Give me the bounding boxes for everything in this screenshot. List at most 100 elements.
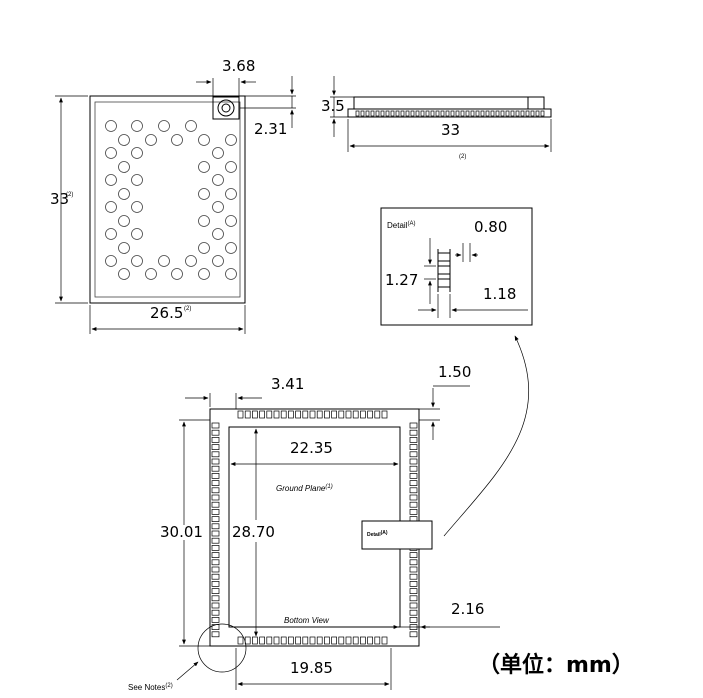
top-view-outline bbox=[89, 95, 246, 304]
edge-pad bbox=[211, 509, 220, 515]
edge-pad bbox=[374, 410, 381, 419]
pad-circle bbox=[118, 215, 130, 227]
edge-pad bbox=[302, 410, 309, 419]
side-pin bbox=[510, 110, 515, 117]
detail-box: Detail(A) 0.80 1.27 1.18 bbox=[380, 207, 533, 326]
pad-circle bbox=[145, 134, 157, 146]
side-pin bbox=[410, 110, 415, 117]
pad-circle bbox=[212, 228, 224, 240]
edge-pad bbox=[211, 487, 220, 494]
detail-pads bbox=[437, 249, 451, 292]
pad-circle bbox=[171, 268, 183, 280]
pad-circle bbox=[118, 268, 130, 280]
pad-circle bbox=[225, 134, 237, 146]
edge-pad bbox=[338, 410, 345, 419]
side-pin bbox=[435, 110, 440, 117]
edge-pad bbox=[211, 451, 220, 458]
side-pin bbox=[365, 110, 370, 117]
pad-circle bbox=[131, 147, 143, 159]
pad-circle bbox=[212, 174, 224, 186]
side-pin bbox=[485, 110, 490, 117]
edge-pad bbox=[266, 410, 273, 419]
pad-circle bbox=[131, 174, 143, 186]
bottom-view: Ground Plane(1) Bottom View Detail(A) 3.… bbox=[128, 363, 500, 692]
edge-pad bbox=[409, 429, 418, 436]
side-pin bbox=[525, 110, 530, 117]
edge-pad bbox=[211, 573, 220, 580]
side-pin bbox=[400, 110, 405, 117]
dim-right-offset: 2.16 bbox=[451, 600, 484, 618]
top-view-pad-circles bbox=[105, 120, 237, 280]
side-pin bbox=[405, 110, 410, 117]
edge-pad bbox=[252, 636, 258, 645]
pad-circle bbox=[225, 268, 237, 280]
edge-pad bbox=[409, 458, 418, 465]
side-pin bbox=[515, 110, 520, 117]
edge-pad bbox=[211, 530, 220, 537]
edge-pad bbox=[409, 501, 418, 508]
edge-pad bbox=[352, 636, 359, 645]
side-pin bbox=[445, 110, 450, 117]
pad-circle bbox=[131, 120, 143, 132]
pad-circle bbox=[131, 255, 143, 267]
edge-pad bbox=[324, 410, 330, 419]
edge-pad bbox=[409, 487, 418, 494]
pad-circle bbox=[212, 147, 224, 159]
edge-pad bbox=[409, 573, 418, 580]
pad-circle bbox=[198, 188, 210, 200]
pad-circle bbox=[198, 161, 210, 173]
label-bottom-view: Bottom View bbox=[284, 616, 330, 625]
edge-pad bbox=[211, 516, 220, 522]
pad-circle bbox=[225, 161, 237, 173]
edge-pad bbox=[259, 636, 265, 645]
detail-title: Detail(A) bbox=[387, 221, 415, 230]
side-pin bbox=[540, 110, 545, 117]
dim-height-note: (2) bbox=[66, 192, 73, 198]
edge-pad bbox=[409, 422, 418, 429]
edge-pad bbox=[237, 636, 244, 645]
side-view: 3.5 33 (2) bbox=[321, 76, 552, 160]
side-pin bbox=[370, 110, 375, 117]
dim-height: 33 bbox=[50, 190, 69, 208]
side-pin bbox=[490, 110, 495, 117]
edge-pad bbox=[309, 636, 316, 645]
pad-circle bbox=[158, 255, 170, 267]
edge-pad bbox=[259, 410, 265, 419]
edge-pad bbox=[211, 602, 220, 609]
pad-circle bbox=[105, 120, 117, 132]
edge-pad bbox=[409, 509, 418, 515]
dim-connector-offset: 2.31 bbox=[254, 120, 287, 138]
pad-circle bbox=[105, 228, 117, 240]
edge-pad bbox=[331, 636, 337, 645]
edge-pad bbox=[280, 636, 287, 645]
edge-pad bbox=[211, 631, 220, 638]
side-pin bbox=[500, 110, 505, 117]
side-pin bbox=[390, 110, 395, 117]
edge-pad bbox=[211, 559, 220, 566]
edge-pad bbox=[302, 636, 309, 645]
pad-circle bbox=[225, 188, 237, 200]
edge-pad bbox=[244, 636, 251, 645]
side-pin bbox=[505, 110, 510, 117]
side-pin bbox=[460, 110, 465, 117]
dim-edge-offset: 3.41 bbox=[271, 375, 304, 393]
edge-pad bbox=[409, 609, 418, 616]
pad-circle bbox=[185, 255, 197, 267]
side-pin bbox=[420, 110, 425, 117]
rf-connector-icon bbox=[212, 96, 240, 120]
pad-circle bbox=[131, 201, 143, 213]
edge-pad bbox=[211, 552, 220, 558]
edge-pad bbox=[211, 588, 220, 594]
edge-pad bbox=[211, 494, 220, 501]
edge-pad bbox=[211, 537, 220, 544]
edge-pad bbox=[211, 473, 220, 479]
pad-circle bbox=[105, 201, 117, 213]
side-pin bbox=[440, 110, 445, 117]
edge-pad bbox=[324, 636, 330, 645]
edge-pad bbox=[237, 410, 244, 419]
edge-pad bbox=[252, 410, 258, 419]
edge-pad bbox=[295, 636, 301, 645]
edge-pad bbox=[352, 410, 359, 419]
edge-pad bbox=[211, 566, 220, 573]
pad-circle bbox=[171, 134, 183, 146]
